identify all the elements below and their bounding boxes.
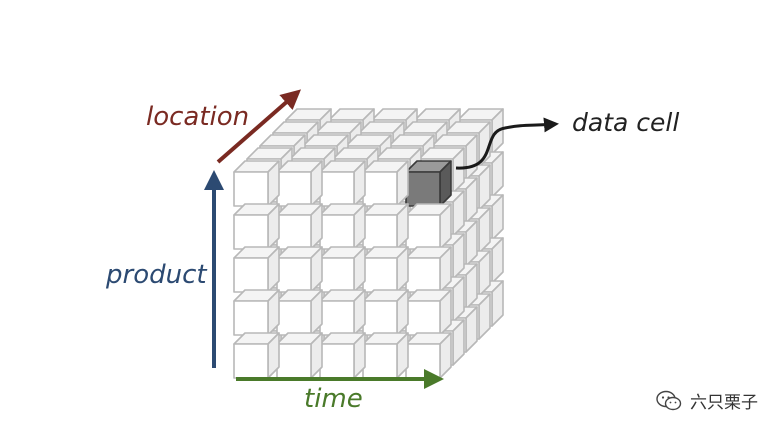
cube-cell bbox=[405, 289, 452, 336]
cube-cell bbox=[276, 160, 323, 207]
cube-front bbox=[319, 214, 355, 250]
cube-front bbox=[319, 300, 355, 336]
cube-cell bbox=[362, 203, 409, 250]
cube-cell bbox=[319, 332, 366, 379]
cube-front bbox=[319, 257, 355, 293]
cube-front bbox=[276, 257, 312, 293]
cube-cell bbox=[276, 332, 323, 379]
cube-cell bbox=[233, 332, 280, 379]
cube-cell bbox=[319, 203, 366, 250]
cube-front bbox=[233, 257, 269, 293]
cube-cell bbox=[319, 160, 366, 207]
time-label: time bbox=[304, 384, 363, 414]
cube-cell bbox=[362, 246, 409, 293]
cube-cell bbox=[362, 332, 409, 379]
watermark: 六只栗子 bbox=[656, 388, 758, 413]
watermark-text: 六只栗子 bbox=[690, 393, 758, 413]
highlighted-data-cell bbox=[405, 160, 452, 207]
cube-cell bbox=[276, 246, 323, 293]
cube-grid bbox=[233, 108, 504, 379]
cube-front bbox=[405, 257, 441, 293]
cube-front bbox=[233, 214, 269, 250]
cube-front bbox=[405, 300, 441, 336]
cube-front bbox=[319, 343, 355, 379]
cube-front bbox=[405, 171, 441, 207]
cube-front bbox=[362, 214, 398, 250]
cube-cell bbox=[233, 160, 280, 207]
cube-front bbox=[362, 343, 398, 379]
cube-front bbox=[276, 343, 312, 379]
cube-cell bbox=[276, 203, 323, 250]
cube-front bbox=[233, 300, 269, 336]
product-label: product bbox=[106, 260, 207, 290]
cube-front bbox=[362, 300, 398, 336]
cube-cell bbox=[405, 332, 452, 379]
cube-cell bbox=[362, 289, 409, 336]
cube-cell bbox=[405, 203, 452, 250]
cube-front bbox=[319, 171, 355, 207]
cube-cell bbox=[319, 289, 366, 336]
data-cell-connector bbox=[455, 117, 559, 170]
cube-front bbox=[276, 214, 312, 250]
cube-cell bbox=[233, 246, 280, 293]
cube-front bbox=[233, 343, 269, 379]
cube-front bbox=[233, 171, 269, 207]
cube-cell bbox=[233, 203, 280, 250]
cube-front bbox=[405, 214, 441, 250]
location-axis-arrow bbox=[216, 89, 302, 164]
cube-cell bbox=[362, 160, 409, 207]
cube-front bbox=[362, 257, 398, 293]
cube-front bbox=[276, 171, 312, 207]
data-cell-label: data cell bbox=[572, 108, 680, 137]
cube-cell bbox=[276, 289, 323, 336]
cube-front bbox=[276, 300, 312, 336]
cube-front bbox=[405, 343, 441, 379]
wechat-icon bbox=[656, 390, 682, 410]
location-label: location bbox=[146, 102, 250, 132]
cube-cell bbox=[431, 134, 478, 181]
cube-cell bbox=[319, 246, 366, 293]
cube-front bbox=[362, 171, 398, 207]
cube-cell bbox=[405, 246, 452, 293]
cube-cell bbox=[233, 289, 280, 336]
